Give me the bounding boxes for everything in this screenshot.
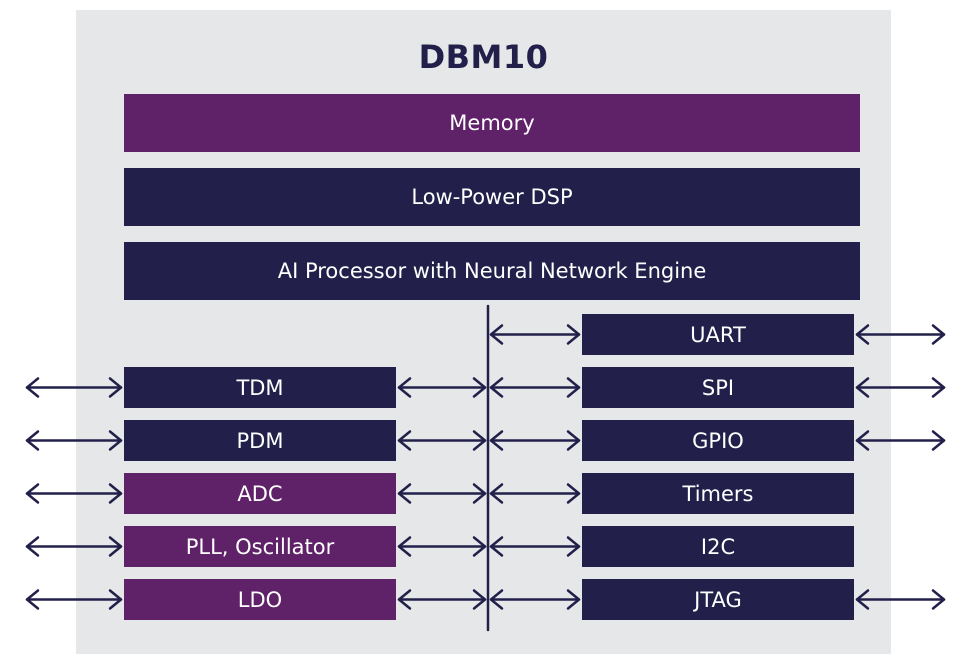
left-external-arrow-1-head-right bbox=[108, 430, 123, 451]
left-bus-arrow-4-head-left bbox=[397, 589, 412, 610]
gpio-label: GPIO bbox=[692, 428, 744, 453]
right-bus-arrow-1-head-left bbox=[489, 377, 504, 398]
left-external-arrow-3-head-left bbox=[25, 536, 40, 557]
left-bus-arrow-2-head-right bbox=[472, 483, 487, 504]
i2c-label: I2C bbox=[700, 534, 736, 559]
left-external-arrow-2-head-right bbox=[108, 483, 123, 504]
adc-label: ADC bbox=[237, 481, 283, 506]
tdm-label: TDM bbox=[236, 375, 284, 400]
adc-block: ADC bbox=[124, 473, 396, 514]
ai-processor-label: AI Processor with Neural Network Engine bbox=[277, 259, 707, 283]
right-external-arrow-0-head-left bbox=[855, 324, 870, 345]
right-external-arrow-2-head-left bbox=[855, 430, 870, 451]
left-bus-arrow-0-head-right bbox=[472, 377, 487, 398]
left-external-arrow-4-head-right bbox=[108, 589, 123, 610]
right-external-arrow-0-head-right bbox=[931, 324, 946, 345]
right-external-arrow-5-head-right bbox=[931, 589, 946, 610]
spi-label: SPI bbox=[701, 375, 735, 400]
right-bus-arrow-5-head-left bbox=[489, 589, 504, 610]
right-bus-arrow-0-head-right bbox=[566, 324, 581, 345]
left-bus-arrow-0-head-left bbox=[397, 377, 412, 398]
memory-label: Memory bbox=[449, 111, 535, 135]
left-bus-arrow-3-head-right bbox=[472, 536, 487, 557]
spi-block: SPI bbox=[582, 367, 854, 408]
left-external-arrow-3-head-right bbox=[108, 536, 123, 557]
left-external-arrow-1-head-left bbox=[25, 430, 40, 451]
right-bus-arrow-2-head-right bbox=[566, 430, 581, 451]
pdm-label: PDM bbox=[236, 428, 284, 453]
chip-title: DBM10 bbox=[418, 38, 549, 76]
pll-oscillator-block: PLL, Oscillator bbox=[124, 526, 396, 567]
gpio-block: GPIO bbox=[582, 420, 854, 461]
right-bus-arrow-5-head-right bbox=[566, 589, 581, 610]
right-external-arrow-5-head-left bbox=[855, 589, 870, 610]
timers-label: Timers bbox=[682, 481, 754, 506]
left-external-arrow-2-head-left bbox=[25, 483, 40, 504]
right-external-arrow-2-head-right bbox=[931, 430, 946, 451]
dsp-label: Low-Power DSP bbox=[411, 185, 573, 209]
right-bus-arrow-1-head-right bbox=[566, 377, 581, 398]
i2c-block: I2C bbox=[582, 526, 854, 567]
ldo-label: LDO bbox=[237, 587, 283, 612]
right-bus-arrow-3-head-left bbox=[489, 483, 504, 504]
memory-block: Memory bbox=[124, 94, 860, 152]
dsp-block: Low-Power DSP bbox=[124, 168, 860, 226]
tdm-block: TDM bbox=[124, 367, 396, 408]
left-bus-arrow-1-head-right bbox=[472, 430, 487, 451]
right-bus-arrow-2-head-left bbox=[489, 430, 504, 451]
left-external-arrow-0-head-right bbox=[108, 377, 123, 398]
right-bus-arrow-0-head-left bbox=[489, 324, 504, 345]
pdm-block: PDM bbox=[124, 420, 396, 461]
ai-processor-block: AI Processor with Neural Network Engine bbox=[124, 242, 860, 300]
right-bus-arrow-3-head-right bbox=[566, 483, 581, 504]
left-bus-arrow-2-head-left bbox=[397, 483, 412, 504]
left-bus-arrow-4-head-right bbox=[472, 589, 487, 610]
right-external-arrow-1-head-left bbox=[855, 377, 870, 398]
jtag-label: JTAG bbox=[694, 587, 742, 612]
pll-oscillator-label: PLL, Oscillator bbox=[185, 534, 335, 559]
right-bus-arrow-4-head-right bbox=[566, 536, 581, 557]
ldo-block: LDO bbox=[124, 579, 396, 620]
uart-label: UART bbox=[690, 322, 746, 347]
jtag-block: JTAG bbox=[582, 579, 854, 620]
right-bus-arrow-4-head-left bbox=[489, 536, 504, 557]
left-bus-arrow-1-head-left bbox=[397, 430, 412, 451]
left-bus-arrow-3-head-left bbox=[397, 536, 412, 557]
left-external-arrow-4-head-left bbox=[25, 589, 40, 610]
right-external-arrow-1-head-right bbox=[931, 377, 946, 398]
timers-block: Timers bbox=[582, 473, 854, 514]
uart-block: UART bbox=[582, 314, 854, 355]
left-external-arrow-0-head-left bbox=[25, 377, 40, 398]
